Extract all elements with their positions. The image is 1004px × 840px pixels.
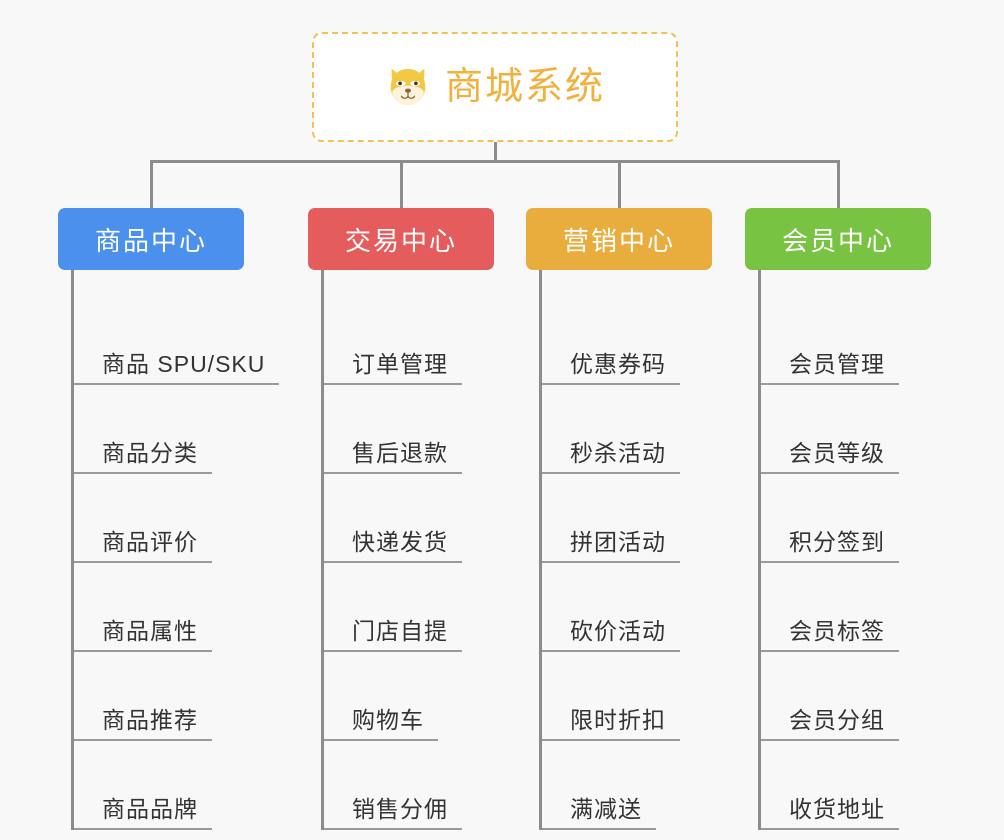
root-title: 商城系统 — [444, 66, 605, 108]
branch-header-2[interactable]: 交易中心 — [308, 208, 494, 270]
list-item[interactable]: 购物车 — [324, 652, 462, 741]
list-item[interactable]: 砍价活动 — [542, 563, 680, 652]
item-label: 商品评价 — [74, 528, 212, 563]
list-item[interactable]: 会员管理 — [761, 296, 899, 385]
list-item[interactable]: 限时折扣 — [542, 652, 680, 741]
list-item[interactable]: 拼团活动 — [542, 474, 680, 563]
item-label: 商品属性 — [74, 617, 212, 652]
branch-stem-1 — [71, 270, 74, 296]
list-item[interactable]: 商品属性 — [74, 563, 279, 652]
item-label: 商品品牌 — [74, 795, 212, 830]
item-label: 限时折扣 — [542, 706, 680, 741]
item-label: 积分签到 — [761, 528, 899, 563]
list-item[interactable]: 优惠券码 — [542, 296, 680, 385]
branch-header-4[interactable]: 会员中心 — [745, 208, 931, 270]
item-label: 秒杀活动 — [542, 439, 680, 474]
item-label: 订单管理 — [324, 350, 462, 385]
branch-stem-2 — [321, 270, 324, 296]
list-item[interactable]: 积分签到 — [761, 474, 899, 563]
list-item[interactable]: 会员等级 — [761, 385, 899, 474]
connector-drop-4 — [837, 160, 840, 208]
connector-drop-1 — [150, 160, 153, 208]
list-item[interactable]: 门店自提 — [324, 563, 462, 652]
list-item[interactable]: 售后退款 — [324, 385, 462, 474]
list-item[interactable]: 会员标签 — [761, 563, 899, 652]
list-item[interactable]: 快递发货 — [324, 474, 462, 563]
item-label: 商品推荐 — [74, 706, 212, 741]
item-label: 会员等级 — [761, 439, 899, 474]
item-label: 会员分组 — [761, 706, 899, 741]
item-label: 优惠券码 — [542, 350, 680, 385]
branch-stem-3 — [539, 270, 542, 296]
item-label: 购物车 — [324, 706, 438, 741]
branch-product-center: 商品中心 商品 SPU/SKU 商品分类 商品评价 商品属性 商品推荐 商品品牌 — [58, 208, 280, 830]
item-label: 快递发货 — [324, 528, 462, 563]
branch-member-center: 会员中心 会员管理 会员等级 积分签到 会员标签 会员分组 收货地址 — [745, 208, 931, 830]
branch-stem-4 — [758, 270, 761, 296]
list-item[interactable]: 秒杀活动 — [542, 385, 680, 474]
item-label: 商品 SPU/SKU — [74, 350, 280, 385]
branch-item-list-2: 订单管理 售后退款 快递发货 门店自提 购物车 销售分佣 — [321, 296, 462, 830]
connector-drop-3 — [618, 160, 621, 208]
item-label: 收货地址 — [761, 795, 899, 830]
branch-marketing-center: 营销中心 优惠券码 秒杀活动 拼团活动 砍价活动 限时折扣 满减送 — [526, 208, 712, 830]
connector-drop-2 — [400, 160, 403, 208]
branch-item-list-3: 优惠券码 秒杀活动 拼团活动 砍价活动 限时折扣 满减送 — [539, 296, 680, 830]
item-label: 会员管理 — [761, 350, 899, 385]
list-item[interactable]: 销售分佣 — [324, 741, 462, 830]
list-item[interactable]: 订单管理 — [324, 296, 462, 385]
dog-face-icon — [385, 64, 431, 110]
branch-header-3[interactable]: 营销中心 — [526, 208, 712, 270]
connector-horizontal-bus — [150, 160, 840, 163]
item-label: 拼团活动 — [542, 528, 680, 563]
connector-root-stem — [494, 142, 497, 163]
item-label: 砍价活动 — [542, 617, 680, 652]
item-label: 会员标签 — [761, 617, 899, 652]
root-node[interactable]: 商城系统 — [312, 32, 678, 142]
branch-trade-center: 交易中心 订单管理 售后退款 快递发货 门店自提 购物车 销售分佣 — [308, 208, 494, 830]
list-item[interactable]: 会员分组 — [761, 652, 899, 741]
branch-header-1[interactable]: 商品中心 — [58, 208, 244, 270]
list-item[interactable]: 收货地址 — [761, 741, 899, 830]
item-label: 商品分类 — [74, 439, 212, 474]
list-item[interactable]: 商品推荐 — [74, 652, 279, 741]
item-label: 门店自提 — [324, 617, 462, 652]
list-item[interactable]: 商品评价 — [74, 474, 279, 563]
list-item[interactable]: 商品分类 — [74, 385, 279, 474]
branch-item-list-4: 会员管理 会员等级 积分签到 会员标签 会员分组 收货地址 — [758, 296, 899, 830]
list-item[interactable]: 商品 SPU/SKU — [74, 296, 280, 385]
list-item[interactable]: 商品品牌 — [74, 741, 279, 830]
list-item[interactable]: 满减送 — [542, 741, 680, 830]
item-label: 售后退款 — [324, 439, 462, 474]
item-label: 满减送 — [542, 795, 656, 830]
item-label: 销售分佣 — [324, 795, 462, 830]
branch-item-list-1: 商品 SPU/SKU 商品分类 商品评价 商品属性 商品推荐 商品品牌 — [71, 296, 280, 830]
